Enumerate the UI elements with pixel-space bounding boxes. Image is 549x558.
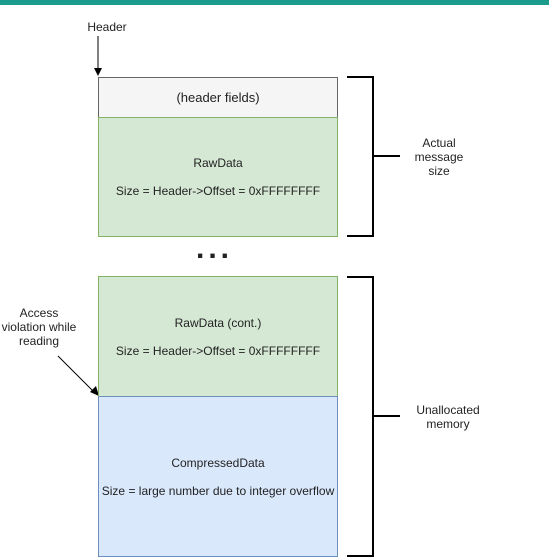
header-fields-box: (header fields) — [98, 77, 338, 118]
compressed-data-size: Size = large number due to integer overf… — [101, 483, 335, 498]
ellipsis: ... — [196, 232, 234, 265]
actual-size-bracket — [347, 76, 374, 237]
header-fields-text: (header fields) — [176, 90, 260, 105]
compressed-data-box: CompressedData Size = large number due t… — [98, 396, 338, 557]
unallocated-bracket — [347, 276, 374, 557]
rawdata-size: Size = Header->Offset = 0xFFFFFFFF — [115, 184, 321, 198]
unallocated-label: Unallocated memory — [416, 403, 480, 431]
rawdata-cont-title: RawData (cont.) — [174, 315, 262, 330]
rawdata-box: RawData Size = Header->Offset = 0xFFFFFF… — [98, 117, 338, 237]
rawdata-title: RawData — [193, 156, 243, 170]
access-arrowhead — [90, 386, 99, 396]
access-violation-label: Access violation while reading — [1, 306, 77, 348]
rawdata-cont-box: RawData (cont.) Size = Header->Offset = … — [98, 276, 338, 397]
access-arrow-line — [57, 355, 94, 392]
top-accent-bar — [0, 0, 549, 5]
header-label: Header — [87, 20, 127, 34]
actual-size-label: Actual message size — [414, 136, 464, 178]
rawdata-cont-size: Size = Header->Offset = 0xFFFFFFFF — [115, 343, 321, 358]
header-arrowhead — [94, 68, 102, 76]
compressed-data-title: CompressedData — [171, 455, 265, 470]
